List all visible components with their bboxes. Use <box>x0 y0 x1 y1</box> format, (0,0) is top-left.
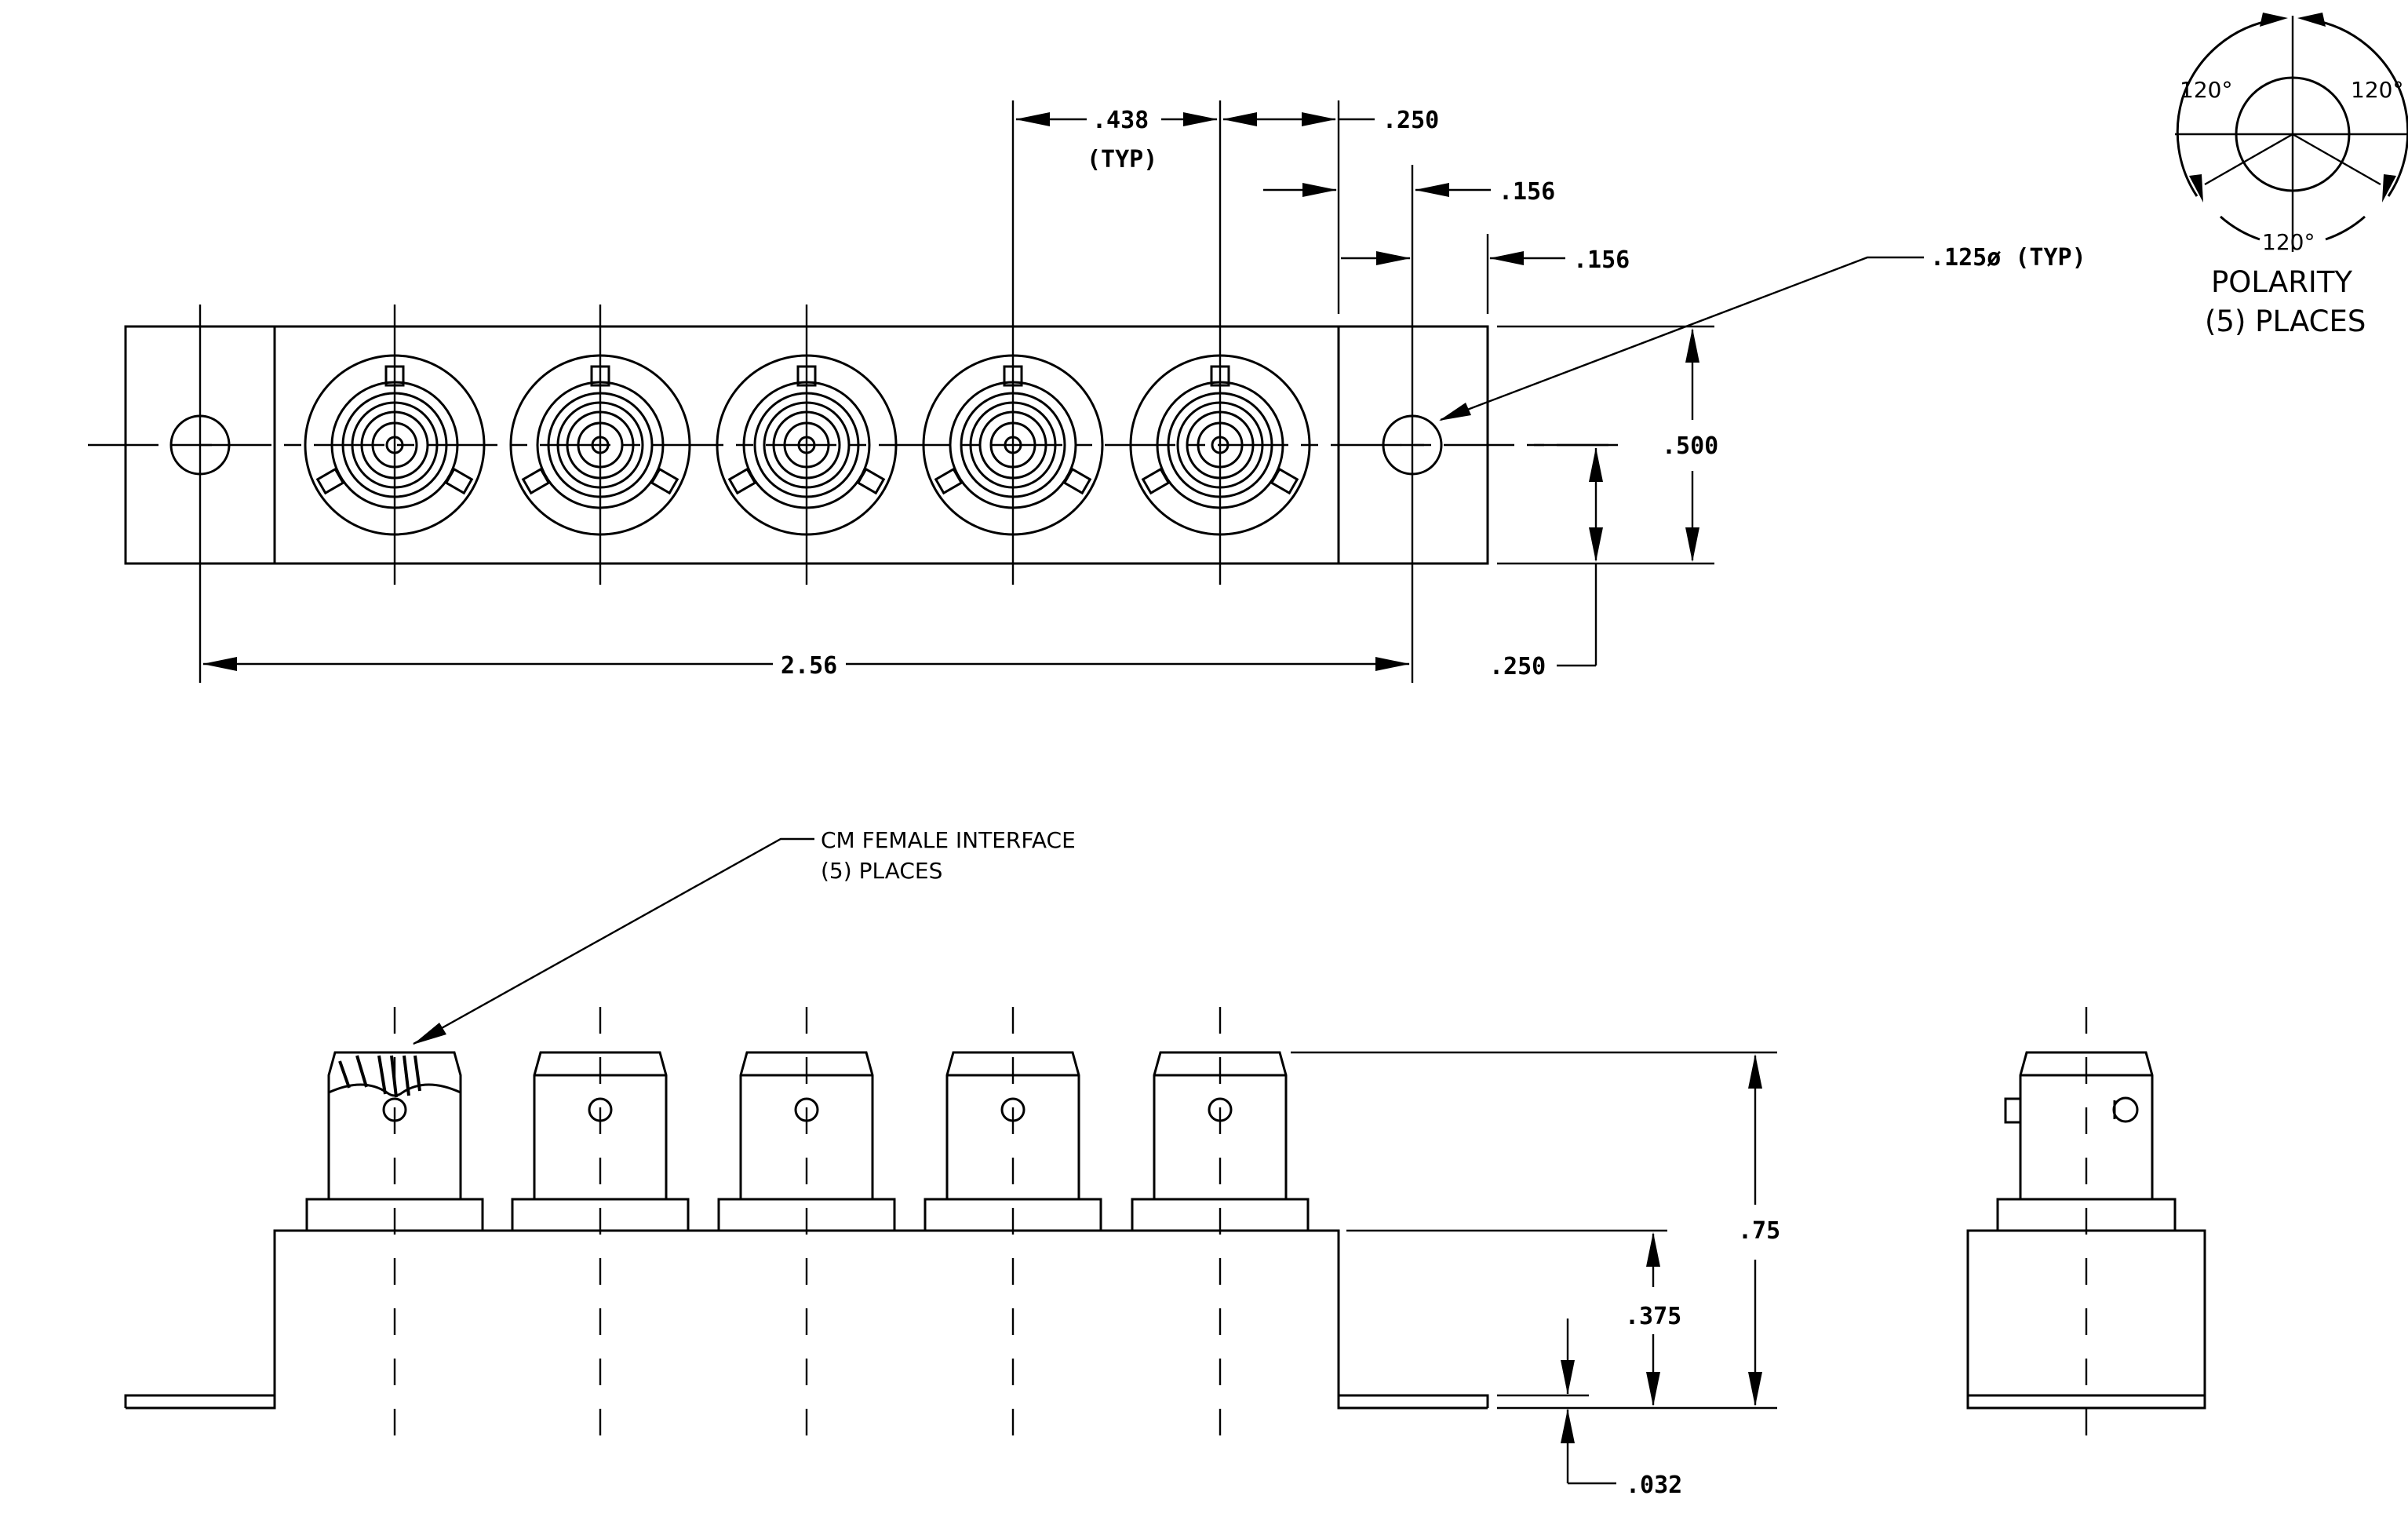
dim-center-250: .250 <box>1489 653 1546 680</box>
dim-flange-thickness: .032 <box>1626 1472 1682 1499</box>
polarity-title: POLARITY <box>2211 265 2352 299</box>
dim-height-500: .500 <box>1662 432 1718 460</box>
note-interface-line1: CM FEMALE INTERFACE <box>821 827 1076 853</box>
top-view: .438 (TYP) .250 .156 .156 .125ø (TYP) .5… <box>88 100 2086 683</box>
polarity-subtitle: (5) PLACES <box>2205 305 2366 338</box>
polarity-angle-top-right: 120° <box>2351 77 2403 103</box>
dim-edge-250-top: .250 <box>1383 107 1439 134</box>
front-view: CM FEMALE INTERFACE (5) PLACES .75 .375 … <box>124 827 1780 1499</box>
dim-edge-156-a: .156 <box>1499 178 1555 206</box>
dim-hole-dia: .125ø (TYP) <box>1930 244 2086 272</box>
dim-pitch-note: (TYP) <box>1087 146 1157 173</box>
side-view <box>1966 1007 2206 1454</box>
note-interface-line2: (5) PLACES <box>821 858 942 884</box>
dim-overall-height: .75 <box>1738 1217 1780 1245</box>
dim-edge-156-b: .156 <box>1573 246 1630 274</box>
polarity-angle-bottom: 120° <box>2262 229 2315 255</box>
dim-body-height: .375 <box>1625 1303 1681 1330</box>
dim-pitch: .438 <box>1092 107 1149 134</box>
polarity-detail: 120° 120° 120° POLARITY (5) PLACES <box>2175 13 2408 338</box>
polarity-angle-top-left: 120° <box>2180 77 2232 103</box>
dim-overall-length: 2.56 <box>781 652 837 680</box>
